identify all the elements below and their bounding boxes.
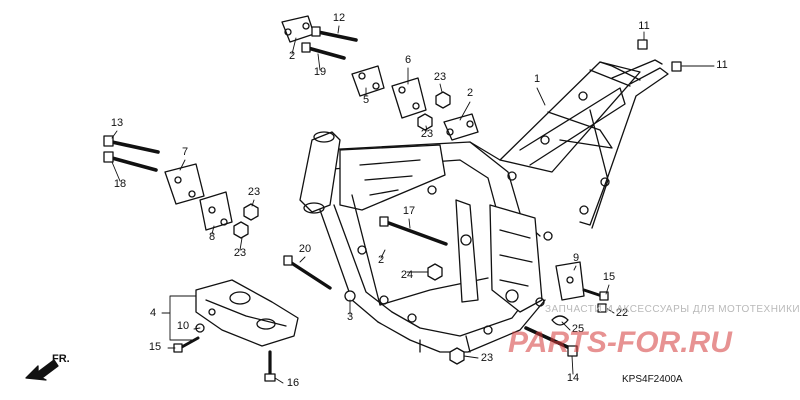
collar-mid — [443, 113, 479, 141]
callout-c23a: 23 — [434, 71, 446, 83]
upper-engine-hanger-left — [351, 65, 385, 97]
callout-c5: 5 — [363, 94, 369, 106]
callout-c23d: 23 — [234, 247, 246, 259]
callout-c25: 25 — [572, 323, 584, 335]
callout-c7: 7 — [182, 146, 188, 158]
bolts — [103, 26, 682, 382]
callout-c23c: 23 — [248, 186, 260, 198]
part-code: KPS4F2400A — [622, 374, 683, 385]
collar-top — [281, 15, 315, 43]
callout-c24: 24 — [401, 269, 413, 281]
callout-c2a: 2 — [289, 50, 295, 62]
callout-c10: 10 — [177, 320, 189, 332]
callout-c16: 16 — [287, 377, 299, 389]
main-frame — [299, 59, 669, 353]
callout-c8: 8 — [209, 231, 215, 243]
callout-c2c: 2 — [378, 254, 384, 266]
clip — [551, 315, 569, 326]
callout-c22: 22 — [616, 307, 628, 319]
callout-c23e: 23 — [481, 352, 493, 364]
callout-c13: 13 — [111, 117, 123, 129]
watermark-brand: PARTS-FOR.RU — [508, 326, 733, 359]
callout-c2b: 2 — [467, 87, 473, 99]
front-direction-arrow — [25, 359, 59, 381]
callout-c9: 9 — [573, 252, 579, 264]
callout-c15b: 15 — [603, 271, 615, 283]
callout-c17: 17 — [403, 205, 415, 217]
callout-c11a: 11 — [638, 20, 649, 32]
direction-label: FR. — [52, 353, 70, 365]
callout-c4: 4 — [150, 307, 156, 319]
watermark-tagline: ЗАПЧАСТИ И АКСЕССУАРЫ ДЛЯ МОТОТЕХНИКИ — [545, 304, 800, 315]
skid-plate — [195, 279, 299, 347]
callout-c3: 3 — [347, 311, 353, 323]
callout-c1: 1 — [534, 73, 540, 85]
callout-c15a: 15 — [149, 341, 161, 353]
leader-lines — [111, 25, 715, 384]
upper-engine-hanger-right — [391, 77, 427, 119]
callout-c20: 20 — [299, 243, 311, 255]
callout-c6: 6 — [405, 54, 411, 66]
callout-c14: 14 — [567, 372, 579, 384]
front-engine-hanger — [164, 163, 233, 231]
callout-c12: 12 — [333, 12, 345, 24]
callout-c11b: 11 — [716, 59, 727, 71]
nuts — [195, 91, 465, 365]
callout-c18: 18 — [114, 178, 126, 190]
callout-c23b: 23 — [421, 128, 433, 140]
callout-c19: 19 — [314, 66, 326, 78]
